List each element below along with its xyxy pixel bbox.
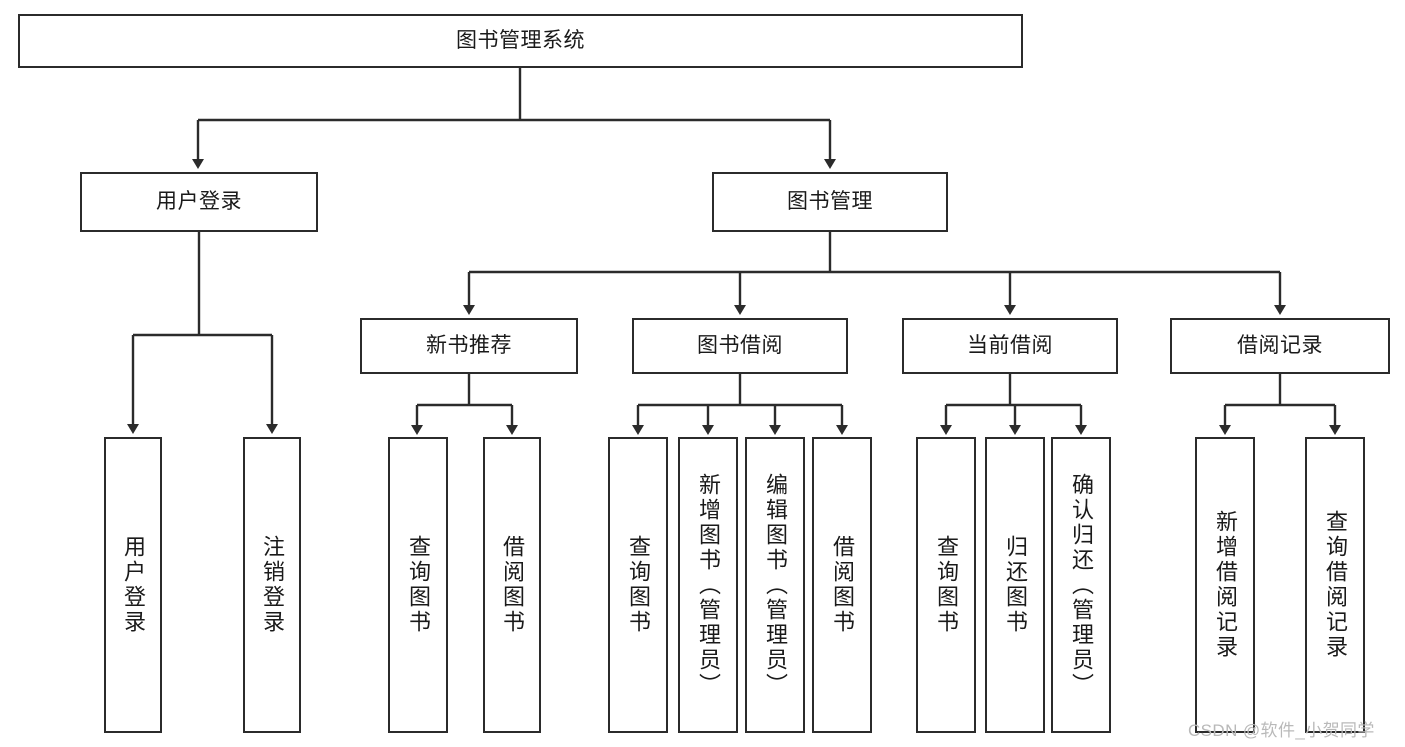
node-current-borrow[interactable]: 当前借阅 bbox=[902, 318, 1118, 374]
node-leaf-logout[interactable]: 注销登录 bbox=[243, 437, 301, 733]
node-borrow-record-label: 借阅记录 bbox=[1237, 333, 1323, 357]
node-leaf-confirm-return[interactable]: 确认归还（管理员） bbox=[1051, 437, 1111, 733]
node-leaf-return-book[interactable]: 归还图书 bbox=[985, 437, 1045, 733]
node-leaf-add-book[interactable]: 新增图书（管理员） bbox=[678, 437, 738, 733]
node-leaf-query-book-3-label: 查询图书 bbox=[934, 535, 959, 635]
node-leaf-edit-book[interactable]: 编辑图书（管理员） bbox=[745, 437, 805, 733]
node-leaf-query-record[interactable]: 查询借阅记录 bbox=[1305, 437, 1365, 733]
node-book-manage[interactable]: 图书管理 bbox=[712, 172, 948, 232]
node-leaf-confirm-return-label: 确认归还（管理员） bbox=[1069, 472, 1094, 698]
node-leaf-logout-label: 注销登录 bbox=[260, 535, 285, 635]
node-leaf-user-login[interactable]: 用户登录 bbox=[104, 437, 162, 733]
node-leaf-query-book-1-label: 查询图书 bbox=[406, 535, 431, 635]
node-leaf-query-book-3[interactable]: 查询图书 bbox=[916, 437, 976, 733]
node-current-borrow-label: 当前借阅 bbox=[967, 333, 1053, 357]
node-leaf-query-book-1[interactable]: 查询图书 bbox=[388, 437, 448, 733]
node-root[interactable]: 图书管理系统 bbox=[18, 14, 1023, 68]
node-borrow-record[interactable]: 借阅记录 bbox=[1170, 318, 1390, 374]
node-new-book-rec[interactable]: 新书推荐 bbox=[360, 318, 578, 374]
node-leaf-edit-book-label: 编辑图书（管理员） bbox=[763, 472, 788, 698]
node-leaf-add-record[interactable]: 新增借阅记录 bbox=[1195, 437, 1255, 733]
node-leaf-query-book-2[interactable]: 查询图书 bbox=[608, 437, 668, 733]
node-leaf-return-book-label: 归还图书 bbox=[1003, 535, 1028, 635]
node-leaf-borrow-book-2[interactable]: 借阅图书 bbox=[812, 437, 872, 733]
node-root-label: 图书管理系统 bbox=[456, 28, 585, 52]
node-leaf-user-login-label: 用户登录 bbox=[121, 535, 146, 635]
node-user-login-label: 用户登录 bbox=[156, 189, 242, 213]
node-leaf-add-book-label: 新增图书（管理员） bbox=[696, 472, 721, 698]
node-leaf-borrow-book-1[interactable]: 借阅图书 bbox=[483, 437, 541, 733]
node-leaf-query-record-label: 查询借阅记录 bbox=[1323, 510, 1348, 660]
node-book-manage-label: 图书管理 bbox=[787, 189, 873, 213]
node-book-borrow-label: 图书借阅 bbox=[697, 333, 783, 357]
node-leaf-borrow-book-2-label: 借阅图书 bbox=[830, 535, 855, 635]
csdn-watermark: CSDN @软件_小贺同学 bbox=[1188, 721, 1375, 740]
node-user-login[interactable]: 用户登录 bbox=[80, 172, 318, 232]
node-book-borrow[interactable]: 图书借阅 bbox=[632, 318, 848, 374]
node-leaf-query-book-2-label: 查询图书 bbox=[626, 535, 651, 635]
node-leaf-add-record-label: 新增借阅记录 bbox=[1213, 510, 1238, 660]
node-leaf-borrow-book-1-label: 借阅图书 bbox=[500, 535, 525, 635]
node-new-book-rec-label: 新书推荐 bbox=[426, 333, 512, 357]
